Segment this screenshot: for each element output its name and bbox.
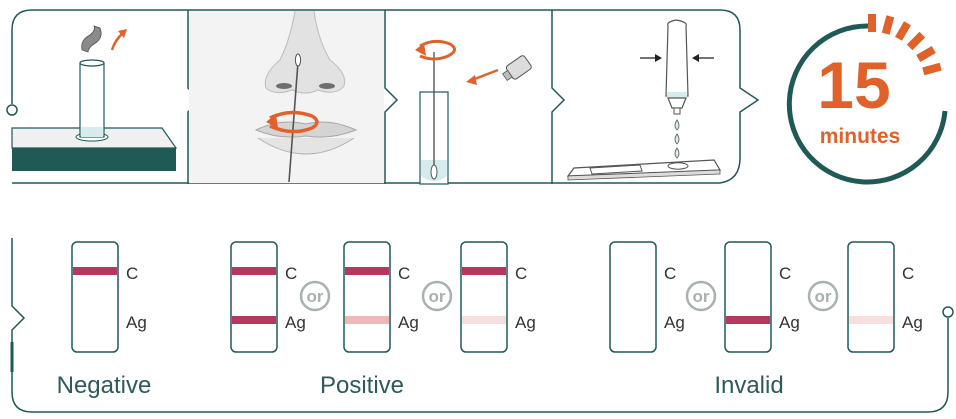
control-line-label: C bbox=[515, 264, 527, 283]
open-tube-icon bbox=[11, 25, 178, 171]
control-line-label: C bbox=[285, 264, 297, 283]
strip-body bbox=[71, 241, 119, 353]
test-strip: C Ag bbox=[724, 241, 800, 353]
or-badge-ring bbox=[807, 280, 839, 312]
or-text: or bbox=[307, 287, 324, 306]
or-badge: or bbox=[807, 280, 839, 312]
or-separators: or or or or bbox=[299, 280, 839, 312]
test-strip: C Ag bbox=[71, 241, 147, 353]
timer-number: 15 bbox=[817, 48, 890, 122]
antigen-line-label: Ag bbox=[126, 313, 147, 332]
timer-ticks-icon bbox=[868, 14, 942, 76]
frame-end-dot bbox=[942, 306, 954, 318]
antigen-line-label: Ag bbox=[779, 313, 800, 332]
test-strip: C Ag bbox=[460, 241, 536, 353]
antigen-line bbox=[232, 316, 276, 324]
control-line-label: C bbox=[398, 264, 410, 283]
or-text: or bbox=[429, 287, 446, 306]
test-strip: C Ag bbox=[609, 241, 685, 353]
antigen-line bbox=[726, 316, 770, 324]
control-line-label: C bbox=[664, 264, 676, 283]
antigen-line-label: Ag bbox=[285, 313, 306, 332]
or-badge: or bbox=[299, 280, 331, 312]
or-text: or bbox=[815, 287, 832, 306]
antigen-line-label: Ag bbox=[515, 313, 536, 332]
antigen-line-label: Ag bbox=[398, 313, 419, 332]
or-badge-ring bbox=[299, 280, 331, 312]
test-strip: C Ag bbox=[847, 241, 923, 353]
strip-body bbox=[847, 241, 895, 353]
strip-body bbox=[343, 241, 391, 353]
timer-badge: 15 minutes bbox=[786, 14, 948, 185]
strip-body bbox=[609, 241, 657, 353]
control-line bbox=[345, 267, 389, 275]
result-label-negative: Negative bbox=[57, 372, 152, 399]
results-frame bbox=[10, 238, 954, 413]
or-badge: or bbox=[685, 280, 717, 312]
timer-unit: minutes bbox=[820, 125, 901, 148]
control-line bbox=[73, 267, 117, 275]
strip-body bbox=[460, 241, 508, 353]
divider-2 bbox=[384, 10, 399, 184]
control-line-label: C bbox=[126, 264, 138, 283]
or-text: or bbox=[693, 287, 710, 306]
result-label-invalid: Invalid bbox=[714, 372, 783, 399]
test-strip: C Ag bbox=[230, 241, 306, 353]
or-badge: or bbox=[421, 280, 453, 312]
control-line-label: C bbox=[902, 264, 914, 283]
or-badge-ring bbox=[685, 280, 717, 312]
test-strips: C Ag C Ag C Ag C Ag C Ag C Ag C Ag bbox=[71, 241, 923, 353]
result-label-positive: Positive bbox=[320, 372, 404, 399]
antigen-line bbox=[462, 316, 506, 324]
drop-on-cassette-icon bbox=[566, 19, 722, 181]
strip-body bbox=[724, 241, 772, 353]
nasal-swab-icon bbox=[189, 10, 384, 183]
strip-body bbox=[230, 241, 278, 353]
control-line bbox=[462, 267, 506, 275]
test-strip: C Ag bbox=[343, 241, 419, 353]
antigen-line bbox=[345, 316, 389, 324]
control-line-label: C bbox=[779, 264, 791, 283]
frame-start-dot bbox=[6, 104, 18, 116]
antigen-line bbox=[849, 316, 893, 324]
swirl-swab-in-tube-icon bbox=[415, 39, 532, 185]
antigen-line-label: Ag bbox=[902, 313, 923, 332]
or-badge-ring bbox=[421, 280, 453, 312]
antigen-line-label: Ag bbox=[664, 313, 685, 332]
divider-3 bbox=[551, 10, 566, 184]
control-line bbox=[232, 267, 276, 275]
